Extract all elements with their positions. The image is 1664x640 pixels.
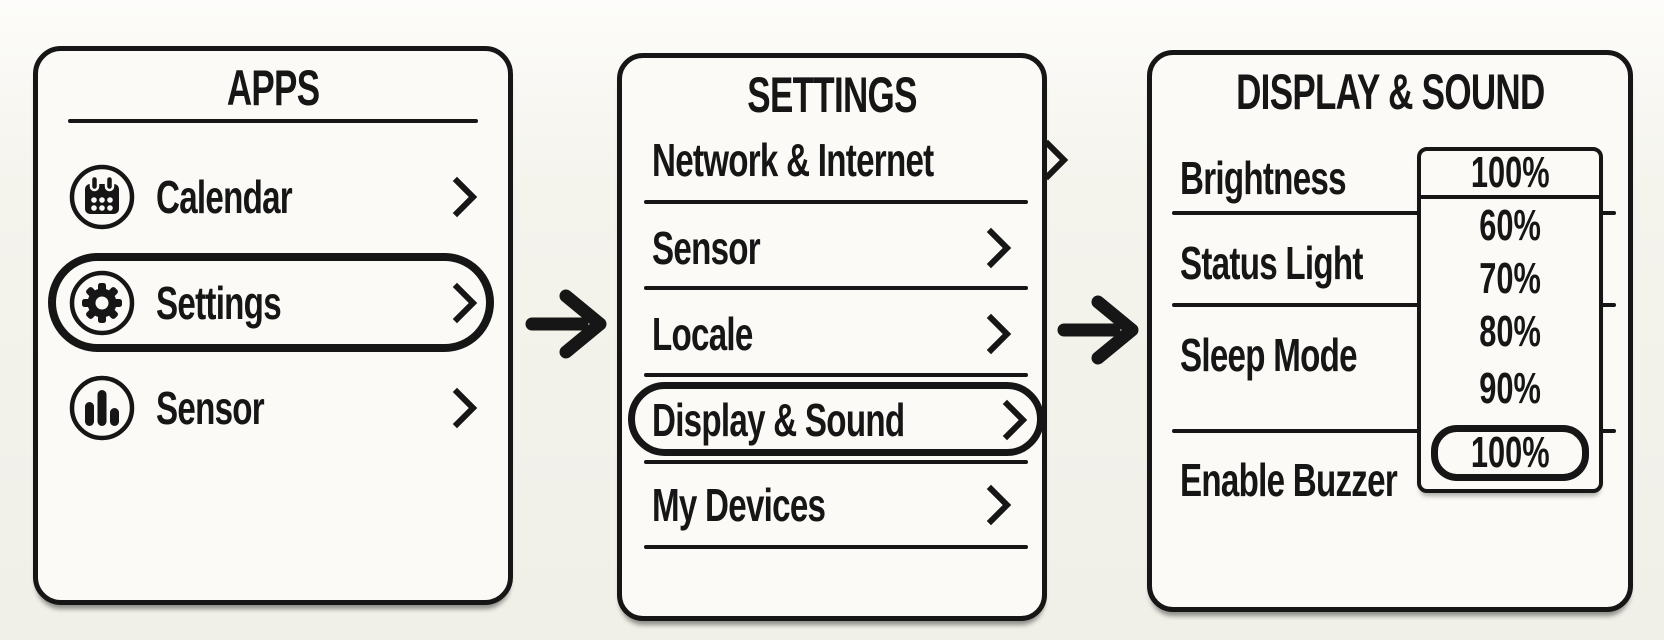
display-sound-panel-header: DISPLAY & SOUND [1152,63,1628,121]
dropdown-option-60[interactable]: 60% [1421,199,1599,252]
chevron-right-icon [986,227,1012,269]
calendar-icon [68,163,136,231]
menu-item-label: Network & Internet [652,134,934,186]
chevron-right-icon [986,313,1012,355]
title-underline [68,119,478,123]
settings-panel: SETTINGS Network & Internet Sensor Local… [617,53,1069,621]
apps-panel-header: APPS [38,59,508,117]
menu-item-display-sound[interactable]: Display & Sound [622,380,1042,460]
menu-item-label: Settings [156,277,282,329]
option-label: 70% [1479,253,1541,303]
setting-row-brightness[interactable]: Brightness [1180,148,1410,208]
menu-item-label: Locale [652,308,753,360]
option-label: 100% [1470,428,1550,477]
menu-item-calendar[interactable]: Calendar [38,151,508,243]
menu-item-label: My Devices [652,479,826,531]
apps-panel: APPS Calendar [33,46,513,605]
row-divider [1172,429,1616,433]
chevron-right-icon [452,387,478,429]
dropdown-selected-value[interactable]: 100% [1421,148,1599,199]
page-title: DISPLAY & SOUND [1235,64,1545,120]
menu-item-sensor[interactable]: Sensor [622,208,1042,288]
setting-row-enable-buzzer[interactable]: Enable Buzzer [1180,450,1481,510]
option-label: 80% [1479,307,1541,356]
display-sound-panel: DISPLAY & SOUND Brightness Status Light … [1147,50,1633,612]
option-label: 60% [1479,200,1541,250]
page-title: SETTINGS [747,67,917,123]
row-divider [644,200,1028,204]
row-divider [644,460,1028,464]
row-divider [644,545,1028,549]
option-label: 90% [1479,364,1541,413]
menu-item-network-internet[interactable]: Network & Internet [622,120,1069,200]
brightness-dropdown: 100% 60% 70% 80% 90% 100% [1417,147,1603,493]
dropdown-option-80[interactable]: 80% [1421,305,1599,359]
dropdown-option-70[interactable]: 70% [1421,252,1599,305]
setting-label: Enable Buzzer [1180,454,1398,506]
menu-item-label: Display & Sound [652,394,905,446]
menu-item-label: Sensor [156,382,265,434]
dropdown-option-100-highlighted[interactable]: 100% [1431,425,1589,481]
row-divider [1172,303,1616,307]
chevron-right-icon [1043,139,1069,181]
chevron-right-icon [1002,399,1028,441]
setting-label: Brightness [1180,152,1347,204]
right-arrow-icon [522,278,614,370]
chevron-right-icon [986,484,1012,526]
gear-icon [68,269,136,337]
settings-panel-header: SETTINGS [622,66,1042,124]
right-arrow-icon [1054,284,1146,376]
menu-item-sensor[interactable]: Sensor [38,362,508,454]
menu-item-my-devices[interactable]: My Devices [622,465,1042,545]
row-divider [1172,211,1616,215]
row-divider [644,286,1028,290]
chevron-right-icon [452,282,478,324]
menu-item-locale[interactable]: Locale [622,294,1042,374]
page-title: APPS [226,60,320,116]
menu-item-label: Calendar [156,171,293,223]
dropdown-value-label: 100% [1470,148,1550,197]
setting-label: Status Light [1180,237,1363,289]
dropdown-option-90[interactable]: 90% [1421,359,1599,419]
chevron-right-icon [452,176,478,218]
setting-row-sleep-mode[interactable]: Sleep Mode [1180,325,1426,385]
menu-item-label: Sensor [652,222,761,274]
row-divider [644,373,1028,377]
setting-row-status-light[interactable]: Status Light [1180,233,1434,293]
setting-label: Sleep Mode [1180,329,1358,381]
menu-item-settings[interactable]: Settings [38,257,508,349]
bar-chart-icon [68,374,136,442]
